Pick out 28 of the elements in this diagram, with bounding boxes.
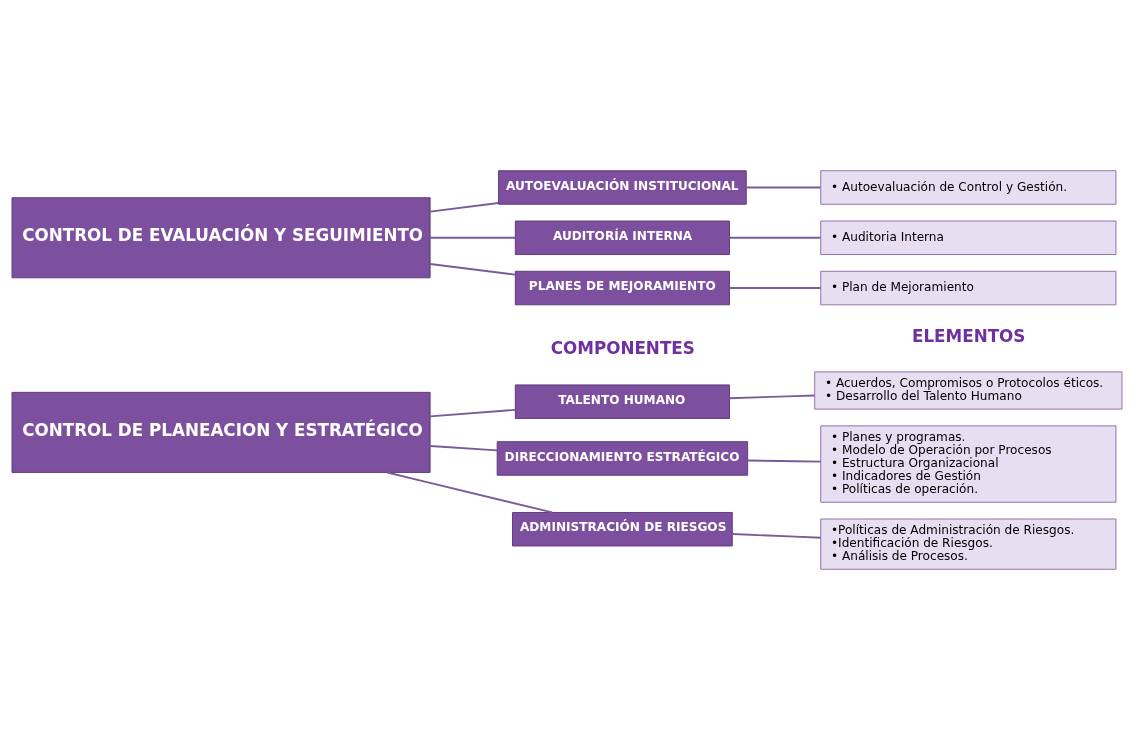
connector (429, 445, 498, 452)
connector (386, 471, 553, 514)
node-box: TALENTO HUMANO (514, 384, 730, 419)
node-box: CONTROL DE EVALUACIÓN Y SEGUIMIENTO (11, 197, 431, 279)
connector (746, 459, 822, 463)
node-box: DIRECCIONAMIENTO ESTRATÉGICO (496, 441, 749, 476)
connector (731, 533, 822, 539)
node-box: • Auditoria Interna (820, 220, 1117, 255)
node-box: AUTOEVALUACIÓN INSTITUCIONAL (498, 170, 747, 205)
node-box: AUDITORÍA INTERNA (514, 220, 730, 255)
connector (728, 394, 816, 400)
label: COMPONENTES (550, 337, 695, 358)
node-box: • Autoevaluación de Control y Gestión. (820, 170, 1117, 205)
connector (429, 263, 517, 276)
node-box: •Políticas de Administración de Riesgos. •Identificación de Riesgos. • Análisis de Procesos. (820, 518, 1117, 570)
node-box: • Acuerdos, Compromisos o Protocolos éticos. • Desarrollo del Talento Humano (814, 371, 1123, 410)
node-box: CONTROL DE PLANEACION Y ESTRATÉGICO (11, 391, 431, 473)
connector (728, 236, 822, 239)
connector (728, 287, 822, 289)
node-box: PLANES DE MEJORAMIENTO (514, 270, 730, 306)
label: ELEMENTOS (912, 325, 1026, 346)
connector (429, 202, 500, 213)
connector (429, 236, 517, 239)
connector (429, 408, 517, 418)
connector (745, 186, 822, 189)
node-box: ADMINISTRACIÓN DE RIESGOS (512, 512, 733, 547)
node-box: • Plan de Mejoramiento (820, 270, 1117, 306)
node-box: • Planes y programas. • Modelo de Operación por Procesos • Estructura Organizacional • Indicadores de Gestión • Políticas de operación. (820, 425, 1117, 503)
